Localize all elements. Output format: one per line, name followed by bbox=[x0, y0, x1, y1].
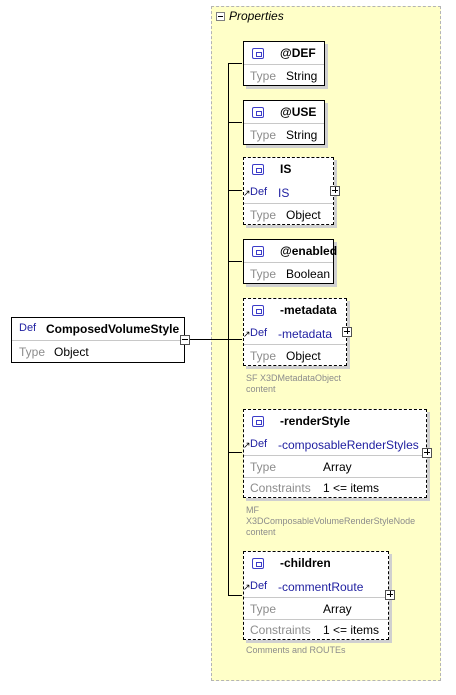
attribute-icon bbox=[252, 107, 264, 118]
node-type-label: Type bbox=[250, 208, 277, 222]
reference-arrow-icon: ↗ bbox=[243, 329, 251, 339]
node-type-label: Type bbox=[250, 69, 277, 83]
root-def-tag: Def bbox=[19, 322, 37, 334]
node-name: IS bbox=[280, 162, 292, 176]
branch-metadata bbox=[228, 339, 242, 340]
node-constraints-label: Constraints bbox=[250, 481, 311, 495]
branch-renderstyle bbox=[228, 452, 242, 453]
expand-metadata-toggle[interactable] bbox=[342, 327, 352, 337]
node-type-value: Array bbox=[323, 460, 352, 474]
node-name: @USE bbox=[280, 105, 317, 119]
node-type-label: Type bbox=[250, 460, 277, 474]
node-def-value: -commentRoute bbox=[278, 580, 364, 594]
trunk-connector bbox=[228, 63, 229, 595]
root-collapse-toggle[interactable] bbox=[180, 335, 190, 345]
properties-collapse-toggle[interactable] bbox=[216, 12, 225, 21]
properties-label: Properties bbox=[229, 9, 284, 23]
node-type-value: Object bbox=[286, 349, 321, 363]
root-type-value: Object bbox=[54, 345, 89, 359]
node-type-value: Boolean bbox=[286, 267, 331, 281]
node-type-label: Type bbox=[250, 349, 277, 363]
element-icon bbox=[252, 558, 264, 569]
root-name: ComposedVolumeStyle bbox=[46, 322, 180, 336]
node-name: -children bbox=[280, 556, 331, 570]
expand-is-toggle[interactable] bbox=[330, 186, 340, 196]
reference-arrow-icon: ↗ bbox=[243, 188, 251, 198]
element-icon bbox=[252, 164, 264, 175]
node-def-tag: Def bbox=[250, 438, 268, 450]
root-connector bbox=[187, 339, 228, 340]
node-type-label: Type bbox=[250, 128, 277, 142]
node-type-label: Type bbox=[250, 602, 277, 616]
node-is[interactable]: IS ↗ Def IS Type Object bbox=[243, 157, 334, 225]
node-type-value: Array bbox=[323, 602, 352, 616]
node-def-value: -composableRenderStyles bbox=[278, 438, 419, 452]
node-metadata[interactable]: -metadata ↗ Def -metadata Type Object bbox=[243, 298, 347, 366]
node-type-label: Type bbox=[250, 267, 277, 281]
element-icon bbox=[252, 305, 264, 316]
root-type-label: Type bbox=[19, 345, 46, 359]
branch-use bbox=[228, 122, 242, 123]
node-use[interactable]: @USE Type String bbox=[243, 100, 325, 145]
node-type-value: String bbox=[286, 128, 318, 142]
node-children[interactable]: -children ↗ Def -commentRoute Type Array… bbox=[243, 551, 389, 640]
node-def-value: -metadata bbox=[278, 327, 333, 341]
node-def[interactable]: @DEF Type String bbox=[243, 41, 325, 86]
node-enabled[interactable]: @enabled Type Boolean bbox=[243, 239, 338, 284]
node-type-value: Object bbox=[286, 208, 321, 222]
node-constraints-label: Constraints bbox=[250, 623, 311, 637]
renderstyle-note: MF X3DComposableVolumeRenderStyleNode co… bbox=[246, 505, 436, 538]
node-constraints-value: 1 <= items bbox=[323, 481, 380, 495]
attribute-icon bbox=[252, 48, 264, 59]
node-name: -metadata bbox=[280, 303, 337, 317]
reference-arrow-icon: ↗ bbox=[243, 582, 251, 592]
node-def-tag: Def bbox=[250, 580, 268, 592]
branch-def bbox=[228, 63, 242, 64]
node-def-value: IS bbox=[278, 186, 290, 200]
metadata-note: SF X3DMetadataObject content bbox=[246, 373, 342, 394]
expand-renderstyle-toggle[interactable] bbox=[422, 448, 432, 458]
branch-is bbox=[228, 190, 242, 191]
node-type-value: String bbox=[286, 69, 318, 83]
renderstyle-note-line: X3DComposableVolumeRenderStyleNode bbox=[246, 516, 416, 526]
root-node[interactable]: Def ComposedVolumeStyle Type Object bbox=[11, 317, 185, 363]
node-name: @enabled bbox=[280, 244, 338, 258]
node-def-tag: Def bbox=[250, 186, 268, 198]
renderstyle-note-line: MF bbox=[246, 505, 259, 515]
element-icon bbox=[252, 416, 264, 427]
node-renderstyle[interactable]: -renderStyle ↗ Def -composableRenderStyl… bbox=[243, 409, 427, 498]
children-note: Comments and ROUTEs bbox=[246, 645, 346, 655]
renderstyle-note-line: content bbox=[246, 527, 276, 537]
expand-children-toggle[interactable] bbox=[385, 590, 395, 600]
branch-children bbox=[228, 595, 242, 596]
node-constraints-value: 1 <= items bbox=[323, 623, 380, 637]
reference-arrow-icon: ↗ bbox=[243, 440, 251, 450]
branch-enabled bbox=[228, 261, 242, 262]
node-name: -renderStyle bbox=[280, 414, 351, 428]
node-def-tag: Def bbox=[250, 327, 268, 339]
attribute-icon bbox=[252, 246, 264, 257]
node-name: @DEF bbox=[280, 46, 316, 60]
